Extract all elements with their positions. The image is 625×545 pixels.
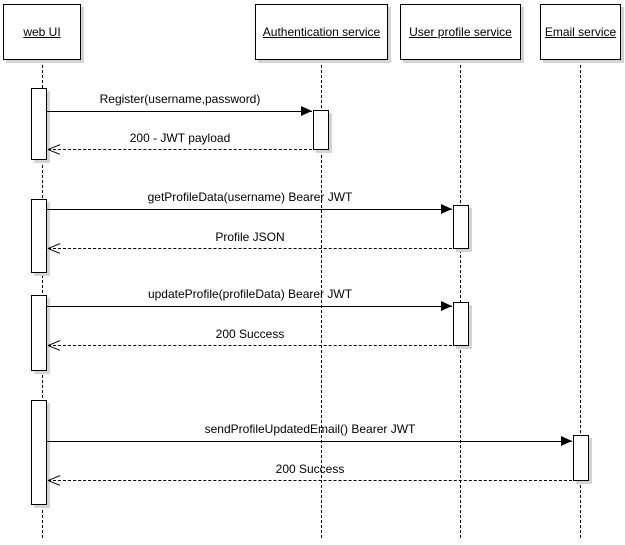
participant-auth-service[interactable]: Authentication service (255, 4, 388, 60)
participant-label: Authentication service (262, 25, 381, 39)
message-label-msg-jwt-payload: 200 - JWT payload (129, 131, 231, 145)
activation-bar-act-email-1[interactable] (573, 435, 589, 481)
message-line-msg-profile-json[interactable] (48, 248, 462, 249)
lifeline-profile-service (460, 60, 461, 538)
message-line-msg-jwt-payload[interactable] (48, 149, 322, 150)
participant-email-service[interactable]: Email service (540, 4, 621, 60)
participant-web-ui[interactable]: web UI (3, 4, 81, 60)
activation-bar-act-webui-2[interactable] (31, 199, 47, 273)
activation-bar-act-webui-3[interactable] (31, 295, 47, 371)
message-label-msg-send-email: sendProfileUpdatedEmail() Bearer JWT (204, 422, 416, 436)
participant-label: web UI (23, 25, 61, 39)
message-label-msg-update-success: 200 Success (215, 327, 285, 341)
lifeline-auth-service (321, 60, 322, 538)
participant-label: Email service (544, 25, 617, 39)
activation-bar-act-webui-4[interactable] (31, 400, 47, 505)
message-label-msg-register: Register(username,password) (99, 92, 261, 106)
activation-bar-act-auth-1[interactable] (313, 110, 329, 150)
activation-bar-act-webui-1[interactable] (31, 88, 47, 160)
message-line-msg-email-success[interactable] (48, 480, 582, 481)
message-label-msg-get-profile: getProfileData(username) Bearer JWT (147, 190, 353, 204)
activation-bar-act-profile-1[interactable] (453, 205, 469, 249)
message-label-msg-email-success: 200 Success (275, 462, 345, 476)
participant-profile-service[interactable]: User profile service (400, 4, 521, 60)
message-line-msg-update-success[interactable] (48, 345, 462, 346)
lifeline-email-service (580, 60, 581, 538)
message-line-msg-get-profile[interactable] (47, 209, 452, 210)
message-line-msg-register[interactable] (47, 111, 312, 112)
activation-bar-act-profile-2[interactable] (453, 302, 469, 346)
message-line-msg-send-email[interactable] (47, 441, 572, 442)
message-label-msg-update-profile: updateProfile(profileData) Bearer JWT (147, 287, 353, 301)
participant-label: User profile service (409, 25, 512, 39)
message-label-msg-profile-json: Profile JSON (215, 230, 285, 244)
message-line-msg-update-profile[interactable] (47, 306, 452, 307)
